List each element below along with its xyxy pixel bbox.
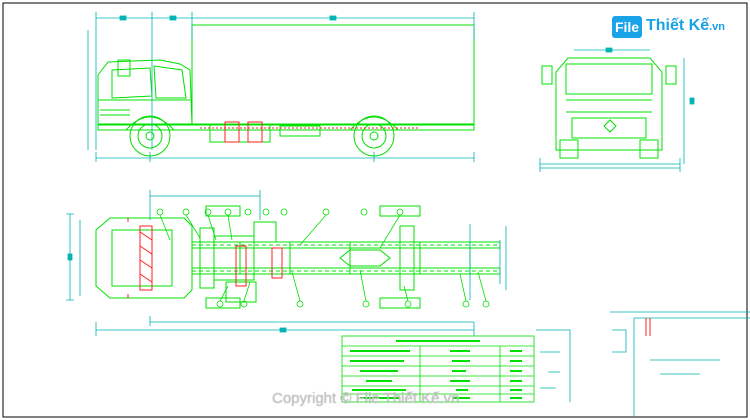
side-view <box>97 24 475 157</box>
logo-badge: File <box>612 16 642 38</box>
corner-fragment <box>610 311 750 416</box>
plan-view-callouts <box>156 208 490 308</box>
logo-wordmark: Thiết Kế.vn <box>646 17 725 35</box>
front-view-dimensions <box>539 47 695 172</box>
plan-view <box>95 205 501 309</box>
logo-name: Thiết Kế <box>646 17 710 34</box>
side-view-dimensions <box>87 12 475 162</box>
spec-table <box>341 335 535 403</box>
site-logo: File Thiết Kế.vn <box>612 14 725 44</box>
plan-view-dimensions <box>66 190 507 336</box>
table-side-marks <box>536 329 571 402</box>
plan-view-hatch <box>127 218 283 298</box>
side-view-hatch <box>200 121 420 143</box>
logo-suffix: .vn <box>709 21 726 33</box>
front-view <box>541 57 677 159</box>
corner-fragment-red <box>645 318 651 336</box>
copyright-watermark: Copyright © File Thiết Kế.vn <box>272 390 460 407</box>
